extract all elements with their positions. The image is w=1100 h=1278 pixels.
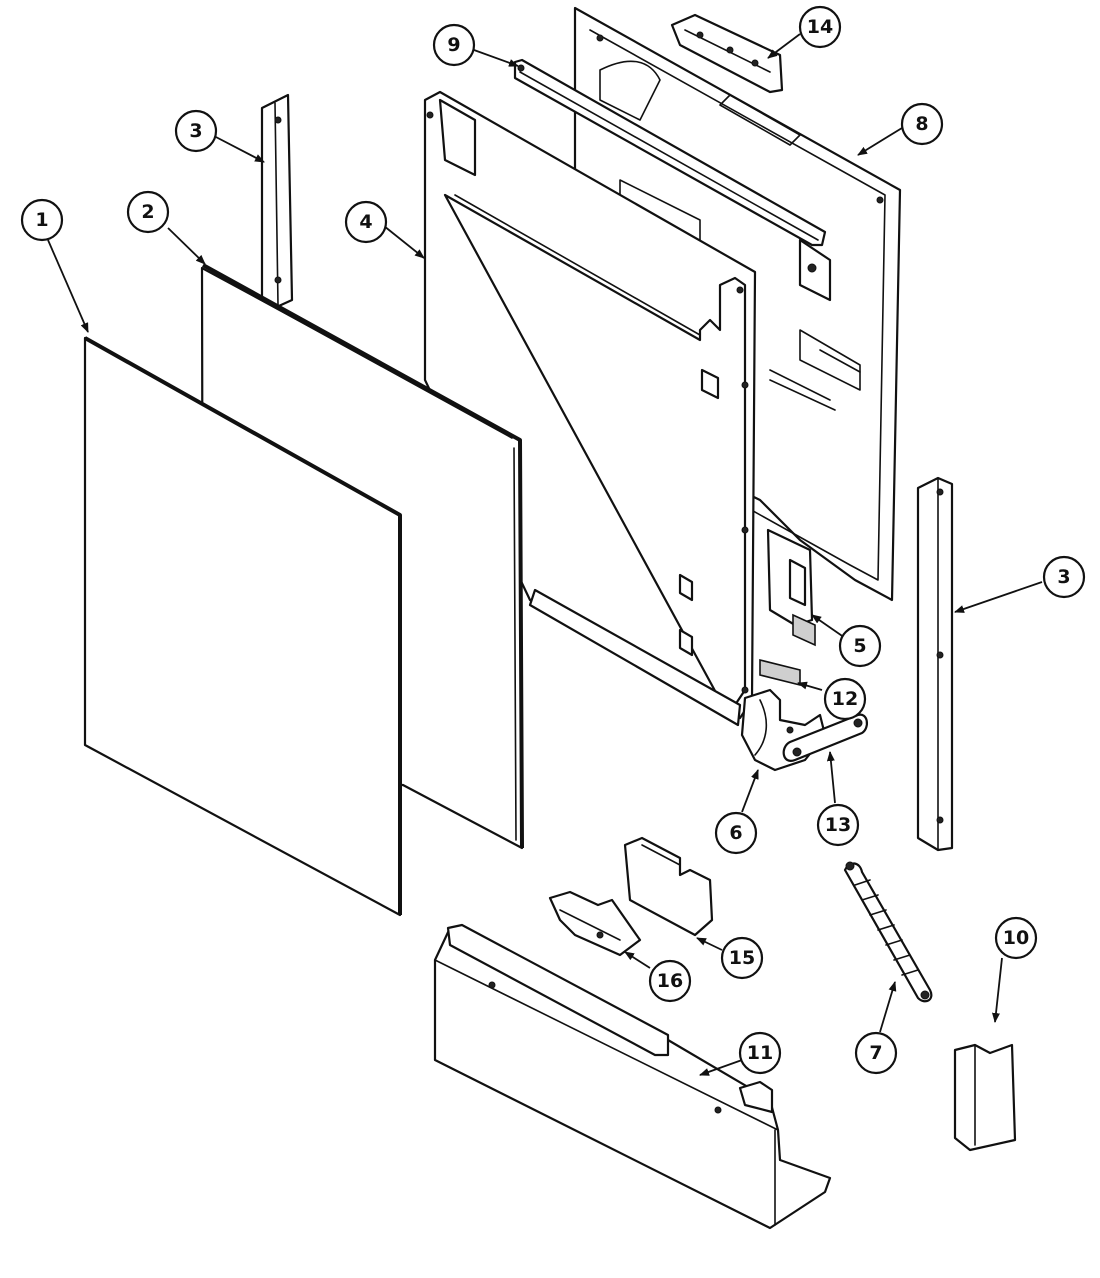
part-13-link — [782, 713, 868, 762]
svg-text:7: 7 — [869, 1042, 882, 1064]
leader-lines — [47, 33, 1043, 1076]
svg-text:14: 14 — [807, 16, 833, 38]
part-15-bracket — [623, 836, 714, 937]
svg-text:9: 9 — [447, 34, 460, 56]
callout-2: 2 — [126, 190, 170, 234]
callout-7: 7 — [854, 1031, 898, 1075]
svg-text:13: 13 — [825, 814, 851, 836]
part-1-outer-panel — [83, 336, 402, 917]
part-16-clip — [548, 890, 642, 957]
svg-text:4: 4 — [359, 211, 372, 233]
callout-11: 11 — [738, 1031, 782, 1075]
svg-text:15: 15 — [729, 947, 755, 969]
svg-text:12: 12 — [832, 688, 858, 710]
svg-text:8: 8 — [915, 113, 928, 135]
svg-text:3: 3 — [1057, 566, 1070, 588]
part-7-spring — [843, 861, 933, 1003]
part-14-handle — [670, 13, 784, 94]
part-10-end-piece — [953, 1043, 1017, 1152]
callout-14: 14 — [798, 5, 842, 49]
part-3-side-strip-left — [260, 93, 294, 312]
svg-text:16: 16 — [657, 970, 683, 992]
callout-16: 16 — [648, 959, 692, 1003]
callout-5: 5 — [838, 624, 882, 668]
callout-1: 1 — [20, 198, 64, 242]
part-12-tag — [759, 658, 801, 687]
part-3-side-strip-right — [916, 476, 954, 852]
part-11-bottom-trim — [433, 923, 832, 1230]
callout-12: 12 — [823, 677, 867, 721]
callout-8: 8 — [900, 102, 944, 146]
callout-15: 15 — [720, 936, 764, 980]
callout-3-right: 3 — [1042, 555, 1086, 599]
svg-text:3: 3 — [189, 120, 202, 142]
svg-text:10: 10 — [1003, 927, 1029, 949]
part-6-hinge — [740, 688, 827, 772]
part-5-bracket — [766, 528, 816, 647]
callout-3-left: 3 — [174, 109, 218, 153]
svg-text:1: 1 — [35, 209, 48, 231]
callout-9: 9 — [432, 23, 476, 67]
callout-4: 4 — [344, 200, 388, 244]
svg-text:6: 6 — [729, 822, 742, 844]
callout-6: 6 — [714, 811, 758, 855]
svg-text:5: 5 — [853, 635, 866, 657]
svg-text:11: 11 — [747, 1042, 773, 1064]
callout-13: 13 — [816, 803, 860, 847]
callout-10: 10 — [994, 916, 1038, 960]
part-9-top-channel — [513, 58, 827, 247]
svg-text:2: 2 — [141, 201, 154, 223]
